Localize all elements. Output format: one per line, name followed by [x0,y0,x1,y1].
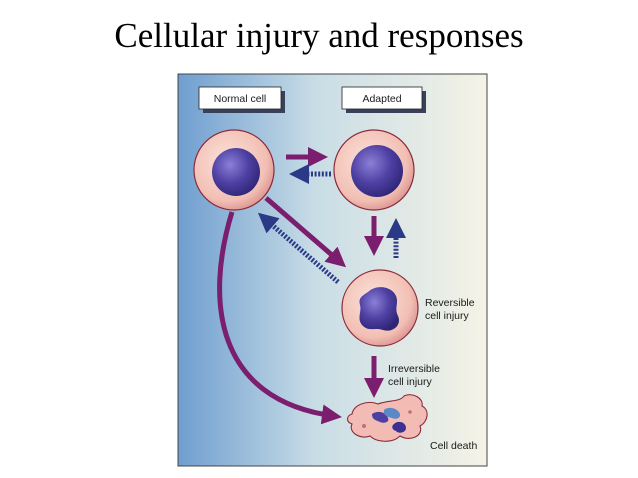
normal-cell [193,129,275,211]
adapted-label-box: Adapted [341,86,426,113]
reversible-injury-cell [341,269,419,347]
adapted-cell [333,129,415,211]
arrow-normal-to-reversible [264,196,347,268]
cell-death-label: Cell death [430,440,477,452]
arrow-normal-to-death [217,211,342,425]
irreversible-label-line2: cell injury [388,376,433,388]
slide-title: Cellular injury and responses [114,16,524,55]
shrunken-nucleus [359,287,399,331]
adapted-label: Adapted [362,93,401,105]
dead-cell [346,394,428,442]
reversible-label-line1: Reversible [425,297,475,309]
arrow-reversible-to-normal [257,212,340,284]
normal-cell-label-box: Normal cell [198,86,285,113]
normal-cell-label: Normal cell [214,93,267,105]
reversible-label-line2: cell injury [425,310,470,322]
irreversible-label-line1: Irreversible [388,363,440,375]
